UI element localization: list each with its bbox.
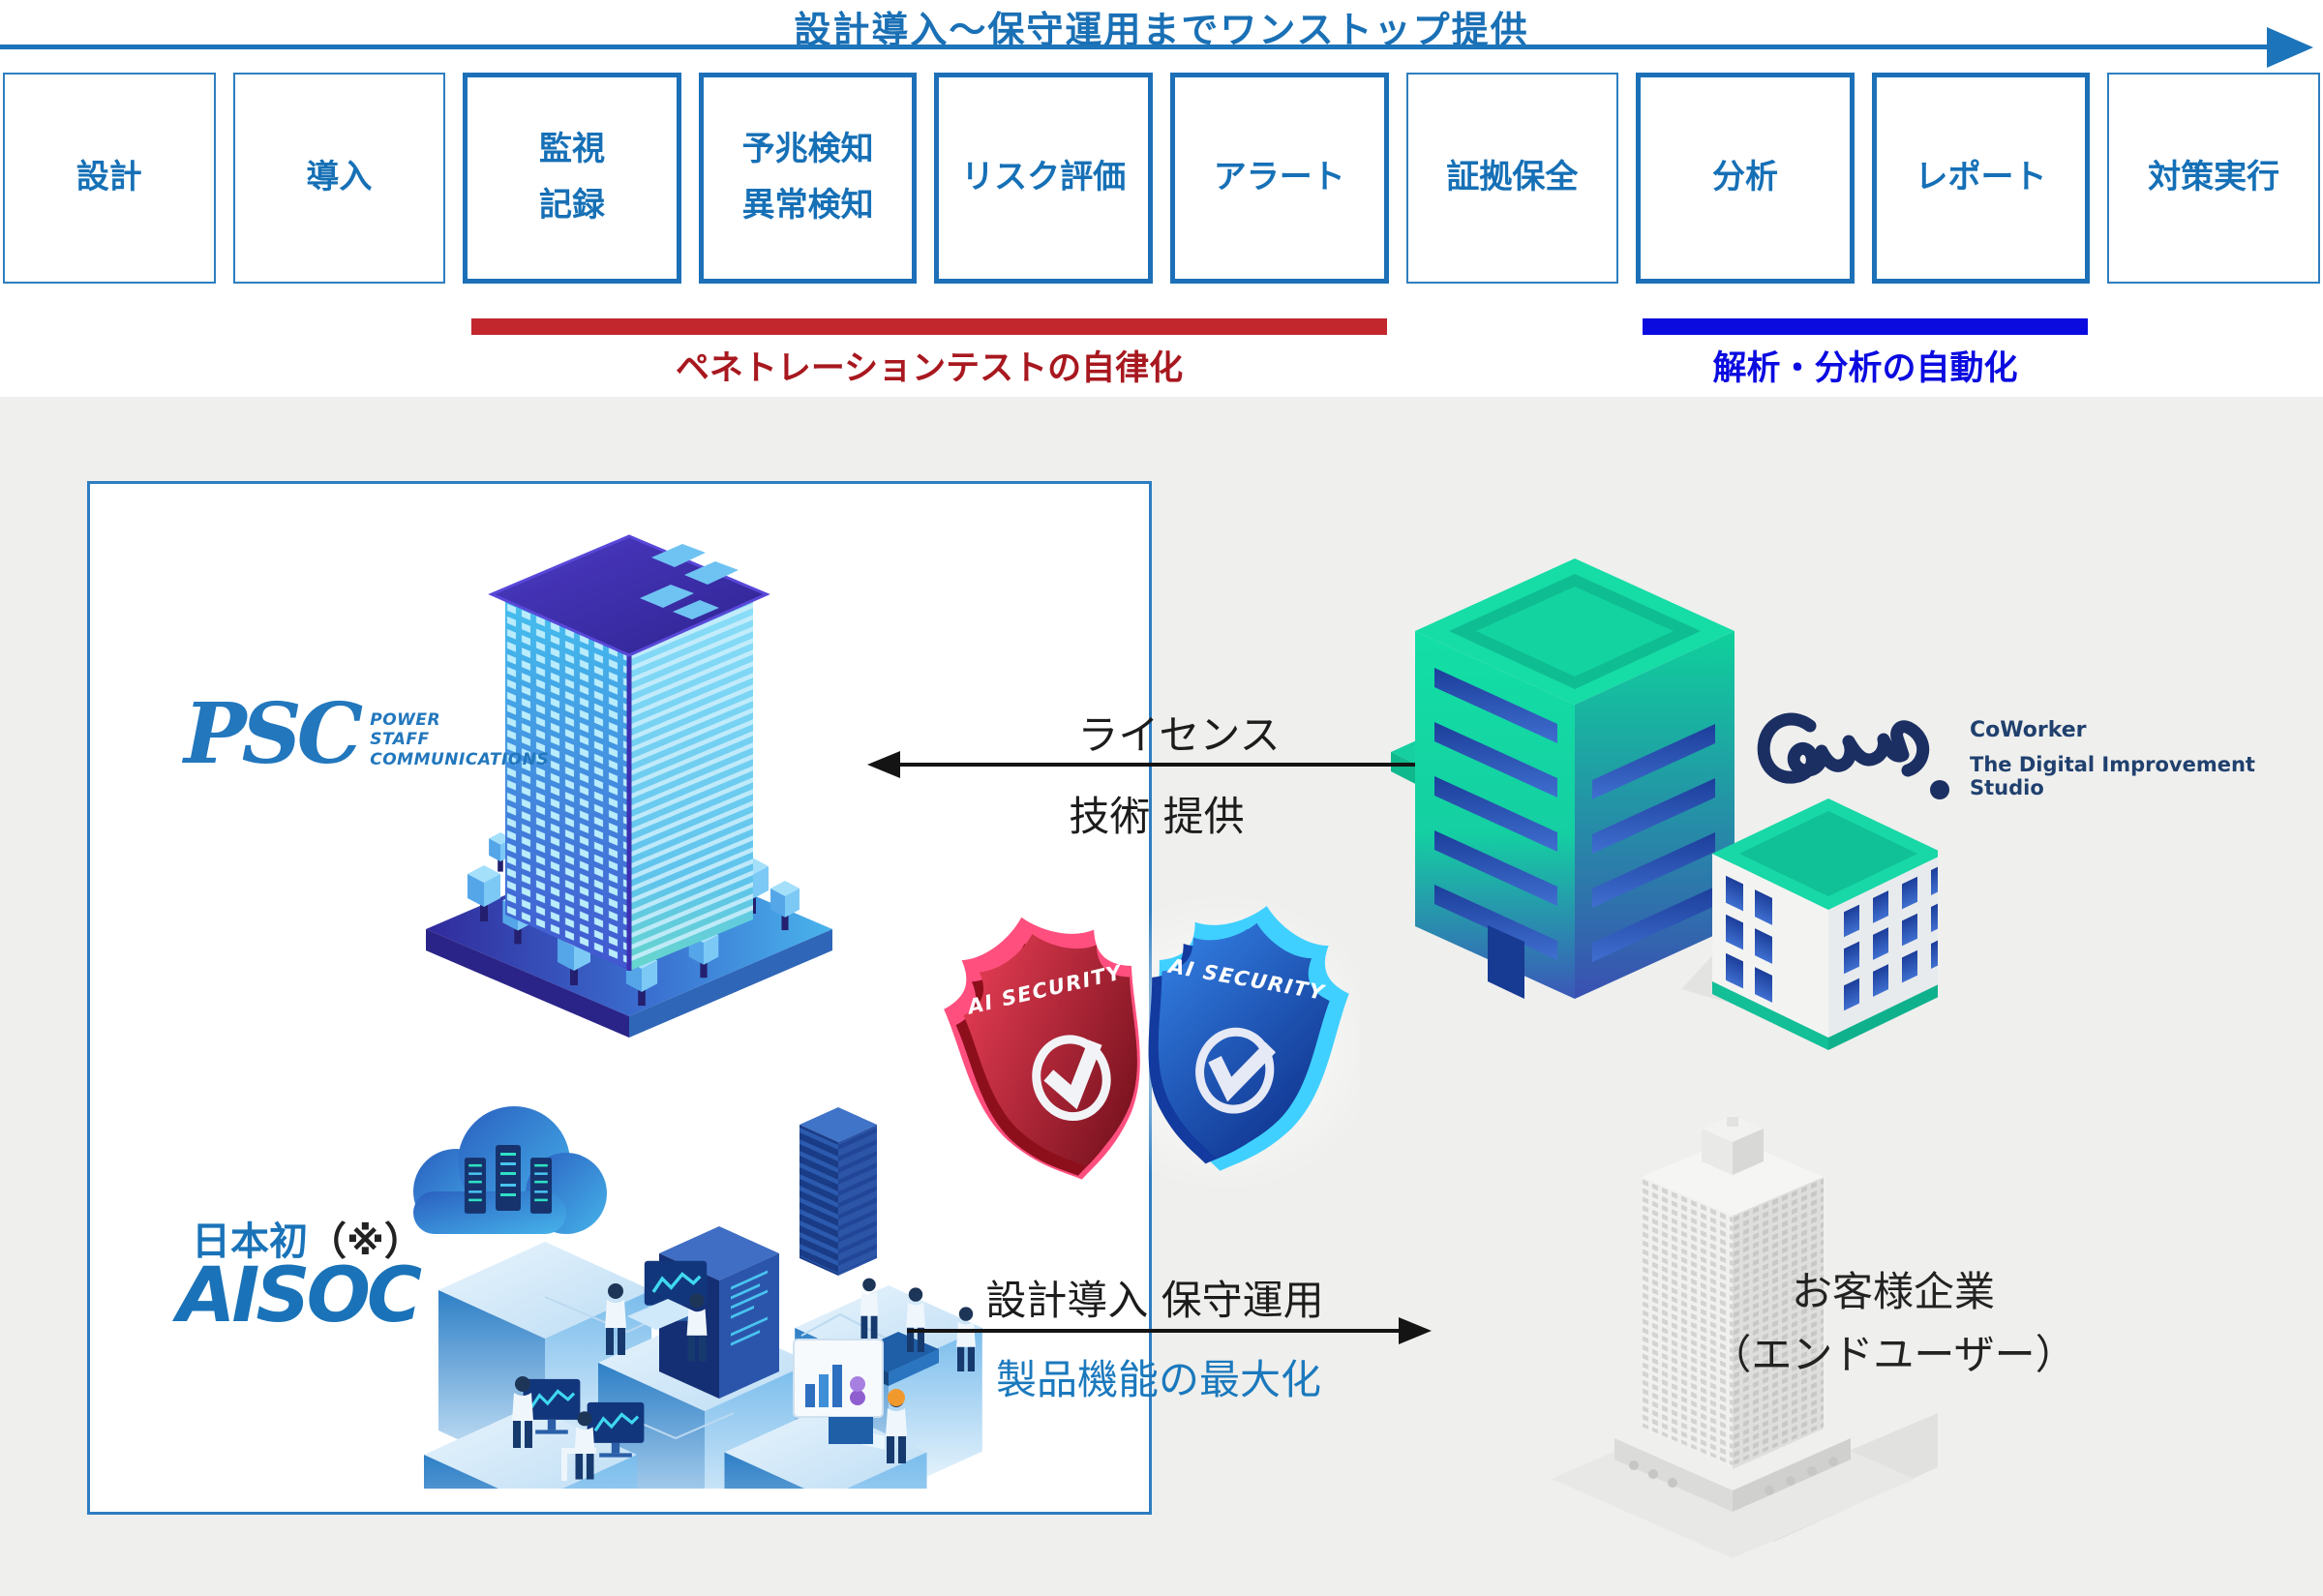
analysis-band-label: 解析・分析の自動化 [1712,349,2018,388]
step-label: レポート [1915,158,2047,197]
ai-security-shields: AI SECURITY AI SECURITY [944,888,1360,1201]
step-box-analysis: 分析 [1636,73,1855,284]
analysis-band [1643,318,2088,335]
license-arrow-label-bottom: 技術 提供 [1069,793,1245,840]
step-box-anomaly-detect: 予兆検知異常検知 [698,73,918,284]
psc-tower-illustration [426,534,832,1038]
pentest-band [471,318,1387,335]
step-label: 証拠保全 [1446,158,1579,197]
coworker-wordmark: CoWorker The Digital Improvement Studio [1970,718,2323,799]
aisoc-title: AISOC [177,1252,422,1340]
step-label: 監視 [538,130,605,169]
aisoc-pretitle-note: （※） [308,1220,423,1264]
aisoc-pretitle: 日本初（※） [192,1210,423,1266]
customer-caption: お客様企業 （エンドユーザー） [1700,1260,2087,1386]
coworker-name: CoWorker [1970,718,2087,742]
license-arrow-line [894,763,1415,767]
step-label: アラート [1213,158,1345,197]
customer-caption-line1: お客様企業 [1791,1268,1995,1315]
coworker-tagline: The Digital Improvement Studio [1970,753,2255,799]
customer-building-illustration [1552,1115,1938,1558]
deploy-arrow-label-bottom: 製品機能の最大化 [995,1356,1321,1403]
deploy-arrow-label-top: 設計導入 保守運用 [985,1277,1324,1324]
top-arrow-line [0,45,2269,49]
cloud-servers-icon [413,1106,607,1234]
license-arrow-label-top: ライセンス [1077,711,1281,759]
step-label: 予兆検知 [741,130,874,169]
step-box-countermeasure: 対策実行 [2107,73,2320,284]
shield-blue-icon: AI SECURITY [1121,888,1360,1188]
step-label: 対策実行 [2148,158,2280,197]
step-box-report: レポート [1871,73,2091,284]
step-box-install: 導入 [232,73,446,284]
page-title: 設計導入〜保守運用までワンストップ提供 [794,9,1529,51]
step-box-design: 設計 [3,73,216,284]
step-box-alert: アラート [1169,73,1389,284]
shield-red-icon: AI SECURITY [944,895,1176,1201]
pentest-band-label: ペネトレーションテストの自律化 [675,349,1184,388]
step-label: 設計 [75,158,142,197]
step-box-monitor-record: 監視記録 [463,73,681,284]
customer-caption-line2: （エンドユーザー） [1710,1331,2076,1379]
step-label: リスク評価 [961,158,1127,197]
deploy-arrow-line [907,1329,1399,1333]
step-label: 分析 [1711,158,1778,197]
deploy-arrow-head-icon [1399,1317,1432,1344]
process-steps-row: 設計 導入 監視記録 予兆検知異常検知 リスク評価 アラート 証拠保全 分析 レ… [3,73,2320,284]
step-box-evidence: 証拠保全 [1405,73,1619,284]
chart-board-icon [793,1339,907,1463]
psc-logo: PSC POWER STAFF COMMUNICATIONS [184,685,550,783]
psc-logo-text: PSC [184,685,363,783]
step-box-risk-eval: リスク評価 [934,73,1153,284]
psc-logo-subtext: POWER STAFF COMMUNICATIONS [370,710,550,769]
server-tower-icon [799,1107,877,1276]
step-label: 導入 [306,158,373,197]
aisoc-pretitle-blue: 日本初 [192,1220,308,1264]
coworker-building-illustration [1391,558,1938,1050]
aisoc-soc-illustration [413,1106,982,1489]
top-arrow-head-icon [2267,27,2313,68]
coworker-script-logo [1757,712,1949,799]
